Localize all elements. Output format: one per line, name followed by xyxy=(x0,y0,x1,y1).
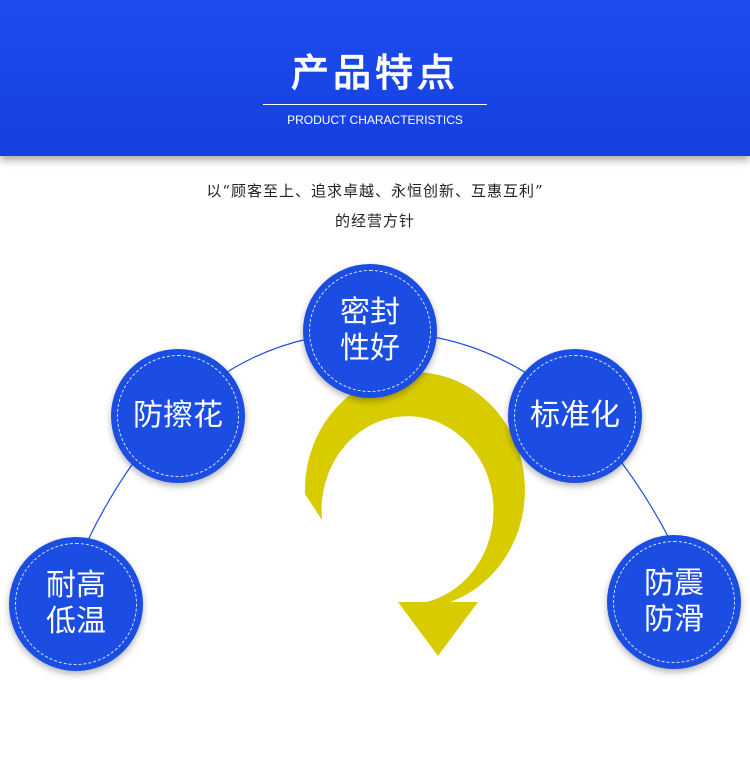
feature-label: 密封 xyxy=(340,295,400,330)
slogan-line-1: 以“顾客至上、追求卓越、永恒创新、互惠互利” xyxy=(206,182,544,200)
feature-label: 防擦花 xyxy=(133,398,223,433)
header-banner: 产品特点 PRODUCT CHARACTERISTICS xyxy=(0,0,750,156)
feature-circle-seal: 密封 性好 xyxy=(303,264,437,398)
title-divider xyxy=(263,104,487,105)
feature-circle-shockproof: 防震 防滑 xyxy=(607,535,741,669)
feature-label: 防震 xyxy=(644,566,704,601)
feature-label: 标准化 xyxy=(530,398,620,433)
page-subtitle: PRODUCT CHARACTERISTICS xyxy=(287,113,463,127)
feature-circle-standard: 标准化 xyxy=(508,349,642,483)
feature-label: 耐高 xyxy=(46,568,106,603)
feature-circle-scratch: 防擦花 xyxy=(111,349,245,483)
cycle-arrow-icon xyxy=(304,372,525,656)
feature-label: 低温 xyxy=(46,604,106,639)
feature-circle-temperature: 耐高 低温 xyxy=(9,537,143,671)
slogan-line-2: 的经营方针 xyxy=(334,212,415,230)
page-title: 产品特点 xyxy=(290,51,459,95)
feature-label: 性好 xyxy=(340,331,400,366)
feature-label: 防滑 xyxy=(644,602,704,637)
